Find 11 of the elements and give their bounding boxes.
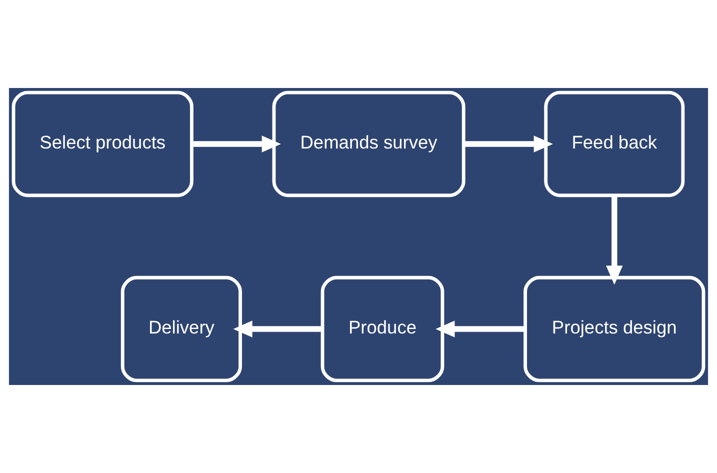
node-box: Demands survey	[272, 90, 466, 198]
arrow	[464, 136, 553, 152]
node-box: Produce	[320, 276, 444, 382]
node-box: Projects design	[524, 276, 706, 382]
arrow	[606, 196, 623, 285]
arrow	[233, 320, 322, 338]
node-box: Delivery	[120, 276, 242, 382]
arrow	[436, 320, 526, 338]
node-box: Select products	[12, 90, 194, 198]
node-box: Feed back	[544, 90, 685, 198]
arrow	[192, 136, 281, 152]
